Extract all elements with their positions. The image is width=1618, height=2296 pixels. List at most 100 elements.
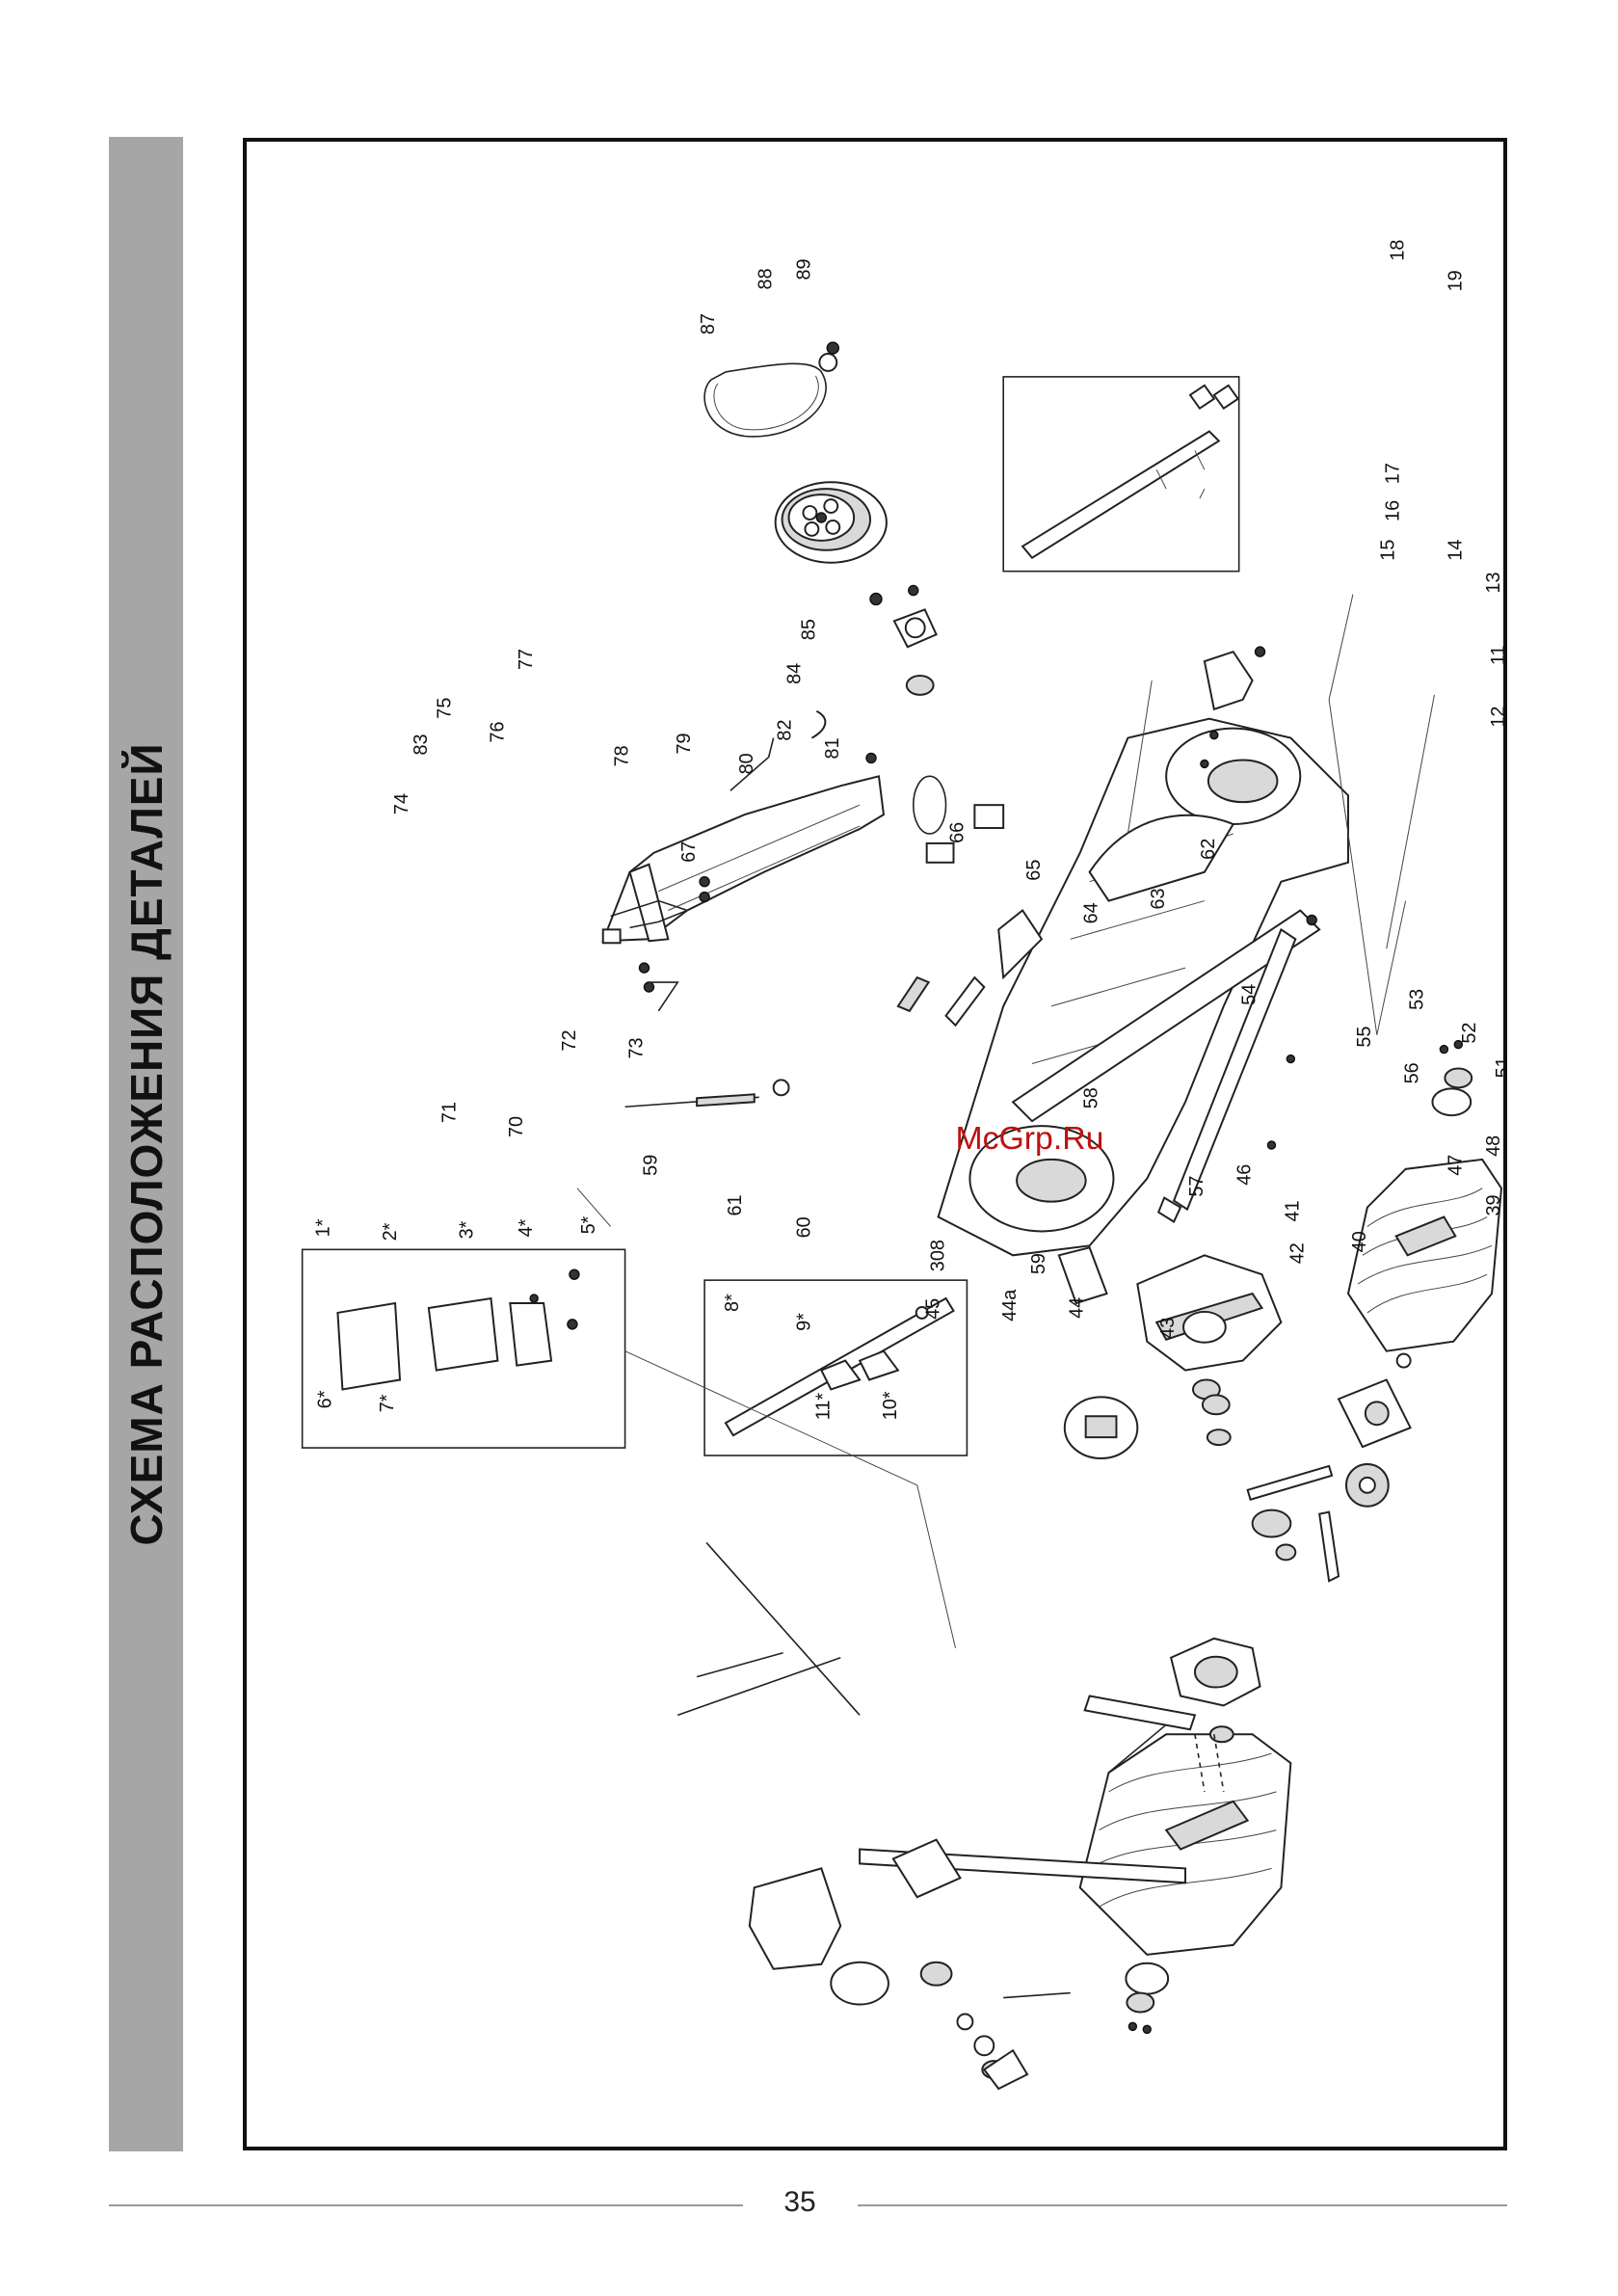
nut <box>869 592 883 606</box>
callout-p73: 73 <box>625 1037 647 1058</box>
callout-p44a: 44a <box>999 1289 1021 1322</box>
nut <box>569 1268 580 1280</box>
chute-adapter <box>925 841 955 864</box>
callout-p51: 51 <box>1493 1056 1503 1078</box>
bracket <box>509 1301 553 1367</box>
shaft-seal <box>1275 1543 1297 1562</box>
callout-p43: 43 <box>1157 1318 1179 1339</box>
callout-s10: 10* <box>880 1391 901 1420</box>
callout-p65: 65 <box>1023 860 1045 881</box>
gear-bracket <box>982 2048 1029 2091</box>
callout-p19: 19 <box>1445 270 1466 291</box>
flange <box>1125 1962 1170 1995</box>
callout-p41: 41 <box>1282 1200 1303 1221</box>
nut <box>699 891 710 903</box>
clip-block <box>601 928 622 945</box>
control-rod <box>696 1651 783 1678</box>
rod-spring <box>696 1093 756 1108</box>
callout-p71: 71 <box>439 1102 461 1123</box>
callout-p44: 44 <box>1067 1297 1088 1319</box>
rod-end <box>772 1079 790 1097</box>
drive-belt <box>703 362 827 438</box>
callout-p53: 53 <box>1407 989 1428 1010</box>
skid-shoe <box>819 1359 862 1391</box>
sidebar: СХЕМА РАСПОЛОЖЕНИЯ ДЕТАЛЕЙ <box>109 137 183 2151</box>
callout-p64: 64 <box>1081 902 1102 923</box>
bolt <box>529 1294 539 1303</box>
chute-clip <box>610 899 690 929</box>
callout-p13: 13 <box>1483 572 1503 593</box>
callout-p80: 80 <box>736 753 757 774</box>
footer-rule-left <box>109 2204 743 2206</box>
bolt <box>915 1305 929 1320</box>
callout-s3: 3* <box>457 1220 478 1239</box>
scraper-bar <box>1021 430 1221 560</box>
nut <box>643 981 655 993</box>
bearing <box>919 1961 953 1987</box>
chute-base <box>973 804 1005 830</box>
callout-s6: 6* <box>314 1390 335 1408</box>
bolt <box>1439 1044 1449 1055</box>
bolt <box>908 584 919 597</box>
bolt <box>1142 2024 1152 2035</box>
callout-p75: 75 <box>435 698 456 719</box>
pin <box>1003 1991 1071 1999</box>
leader-line <box>1386 694 1435 949</box>
bearing <box>1208 1725 1234 1744</box>
callout-p76: 76 <box>487 721 508 742</box>
lower-gearbox <box>1169 1637 1261 1707</box>
washer <box>956 2013 974 2031</box>
callout-p45: 45 <box>923 1298 944 1320</box>
control-rod <box>676 1656 841 1717</box>
inset-skid-detail <box>1002 376 1240 573</box>
callout-p40: 40 <box>1349 1231 1370 1252</box>
bolt-stack <box>1213 1734 1225 1793</box>
skid-shoe <box>1212 384 1240 411</box>
callout-p47: 47 <box>1445 1155 1466 1176</box>
support-rod <box>944 975 986 1028</box>
mount-plate <box>891 1838 962 1899</box>
worm-gear <box>1251 1508 1292 1538</box>
cover-box <box>336 1301 402 1391</box>
arm-link <box>1108 1723 1167 1774</box>
callout-p39: 39 <box>1483 1194 1503 1215</box>
washer <box>818 353 838 372</box>
nut <box>699 875 710 888</box>
callout-labels: 1234567891011121314151617181920212223242… <box>312 240 1503 1421</box>
bearing <box>905 674 935 696</box>
callout-p57: 57 <box>1186 1176 1207 1197</box>
footer-rule-right <box>858 2204 1507 2206</box>
cable <box>705 1541 861 1716</box>
left-auger <box>1078 1733 1292 1956</box>
discharge-chute <box>601 775 886 943</box>
drive-pulley <box>774 481 888 564</box>
callout-p72: 72 <box>559 1029 580 1051</box>
callout-p87: 87 <box>698 313 719 334</box>
callout-p62: 62 <box>1198 839 1219 860</box>
callout-p60: 60 <box>793 1216 814 1238</box>
drive-arm <box>1083 1695 1197 1731</box>
callout-s1: 1* <box>312 1218 333 1237</box>
bolt <box>1266 1140 1277 1150</box>
impeller <box>1136 1254 1283 1372</box>
bearing <box>1126 1991 1155 2014</box>
callout-p14: 14 <box>1445 540 1466 561</box>
callout-s11: 11* <box>812 1393 834 1421</box>
callout-p12: 12 <box>1488 707 1503 728</box>
battery-box <box>427 1296 499 1372</box>
right-auger <box>1346 1158 1503 1352</box>
callout-p61: 61 <box>725 1194 746 1215</box>
flange-hole <box>904 617 926 639</box>
gearbox-bearing <box>1364 1401 1390 1427</box>
bolt-stack <box>1194 1734 1206 1793</box>
callout-p70: 70 <box>506 1116 527 1137</box>
callout-p81: 81 <box>822 737 843 759</box>
auger-shaft <box>1246 1464 1334 1501</box>
callout-p59b: 59 <box>640 1155 661 1176</box>
page-number: 35 <box>783 2186 816 2218</box>
callout-p24: 24 <box>1502 711 1503 733</box>
exploded-parts-diagram: 1234567891011121314151617181920212223242… <box>301 240 1503 2091</box>
leader-line <box>1328 594 1407 1035</box>
callout-s9: 9* <box>793 1313 814 1331</box>
callout-p15: 15 <box>1378 540 1399 561</box>
